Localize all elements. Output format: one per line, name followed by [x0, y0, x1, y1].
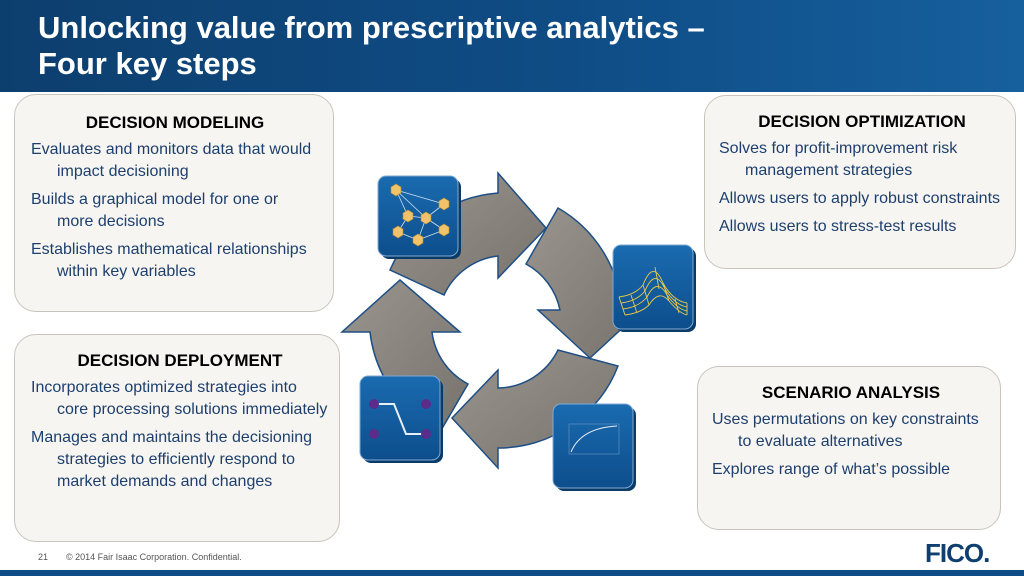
list-item: Explores range of what’s possible — [712, 461, 951, 478]
page-title: Unlocking value from prescriptive analyt… — [38, 10, 705, 81]
network-icon — [377, 175, 461, 259]
fico-logo: FICO. — [925, 538, 990, 568]
footer-bar — [0, 570, 1024, 576]
page-number: 21 — [38, 552, 49, 562]
card-heading: SCENARIO ANALYSIS — [761, 383, 941, 402]
list-item: Allows users to stress-test results — [719, 218, 957, 235]
list-item: Incorporates optimized strategies into c… — [31, 379, 328, 418]
flow-icon — [359, 375, 443, 463]
card-heading: DECISION MODELING — [85, 113, 265, 132]
list-item: Solves for profit-improvement risk manag… — [719, 140, 958, 179]
surface-plot-icon — [612, 244, 696, 332]
list-item: Evaluates and monitors data that would i… — [31, 141, 312, 180]
decision-optimization-card: DECISION OPTIMIZATION Solves for profit-… — [704, 95, 1016, 269]
decision-deployment-card: DECISION DEPLOYMENT Incorporates optimiz… — [14, 334, 340, 542]
list-item: Builds a graphical model for one or more… — [31, 191, 279, 230]
curve-chart-icon — [552, 403, 636, 491]
list-item: Uses permutations on key constraints to … — [712, 411, 979, 450]
list-item: Establishes mathematical relationships w… — [31, 241, 307, 280]
copyright-text: © 2014 Fair Isaac Corporation. Confident… — [66, 552, 242, 562]
header-bar: Unlocking value from prescriptive analyt… — [0, 0, 1024, 92]
decision-modeling-card: DECISION MODELING Evaluates and monitors… — [14, 94, 334, 312]
card-heading: DECISION DEPLOYMENT — [77, 351, 283, 370]
list-item: Manages and maintains the decisioning st… — [31, 429, 313, 490]
list-item: Allows users to apply robust constraints — [719, 190, 1001, 207]
cycle-diagram — [340, 171, 696, 491]
card-heading: DECISION OPTIMIZATION — [758, 112, 966, 131]
scenario-analysis-card: SCENARIO ANALYSIS Uses permutations on k… — [697, 366, 1001, 530]
